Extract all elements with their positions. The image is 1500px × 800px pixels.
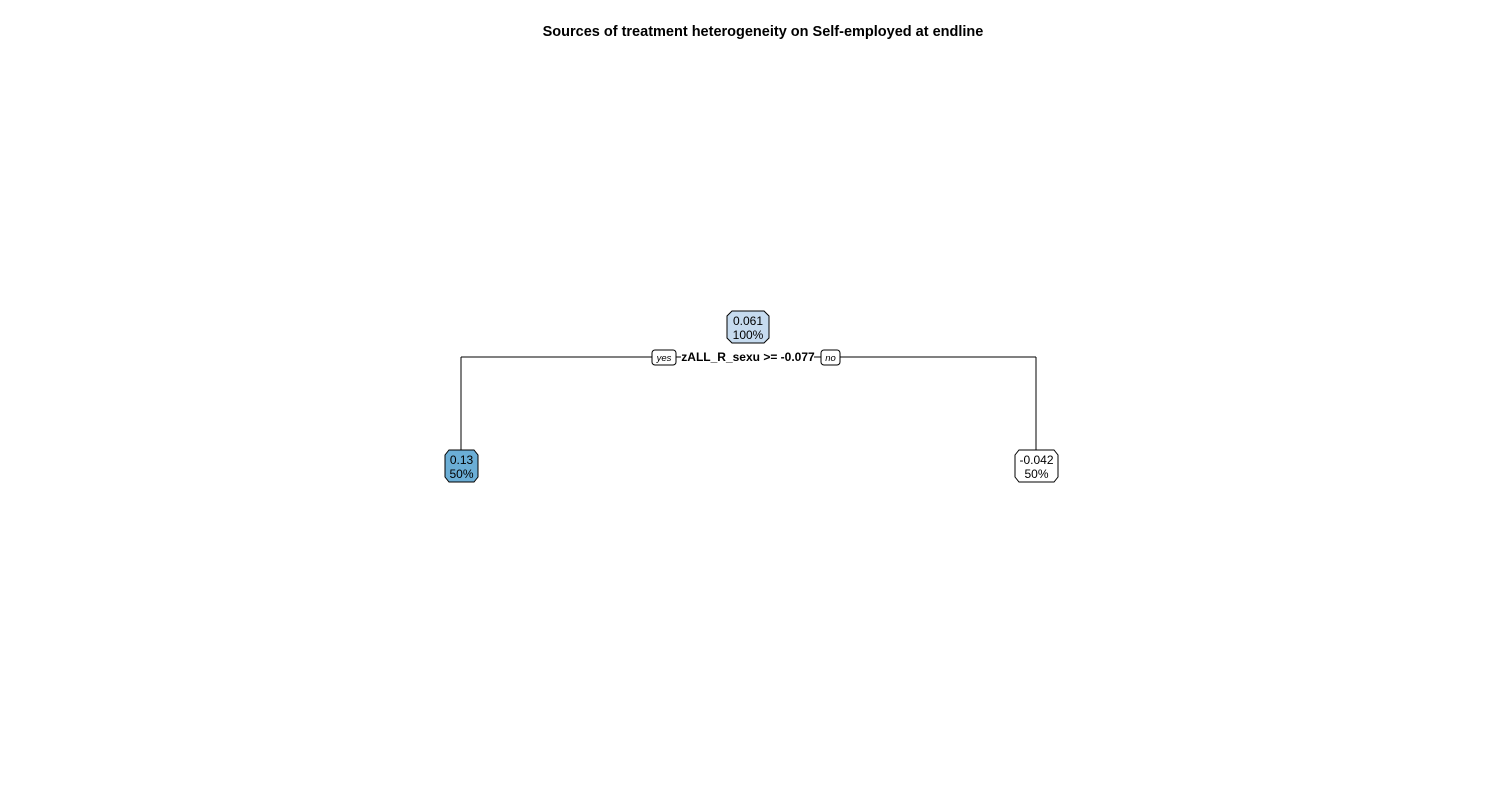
root-node-value: 0.061: [733, 314, 763, 328]
root-node: 0.061 100%: [726, 310, 770, 344]
right-leaf-value: -0.042: [1019, 453, 1053, 467]
right-leaf-box: [1014, 449, 1059, 483]
root-node-percent: 100%: [733, 328, 764, 342]
no-branch-text: no: [825, 353, 836, 364]
right-leaf-node: -0.042 50%: [1014, 449, 1059, 483]
right-leaf-percent: 50%: [1024, 467, 1048, 481]
left-leaf-value: 0.13: [450, 453, 474, 467]
yes-branch-text: yes: [656, 353, 672, 364]
left-leaf-percent: 50%: [449, 467, 473, 481]
yes-branch-box: [651, 349, 677, 366]
no-branch-label: no: [820, 349, 841, 366]
yes-branch-label: yes: [651, 349, 677, 366]
split-condition-label: zALL_R_sexu >= -0.077: [681, 350, 815, 364]
left-leaf-node: 0.13 50%: [444, 449, 479, 483]
root-node-box: [726, 310, 770, 344]
no-branch-box: [820, 349, 841, 366]
left-leaf-box: [444, 449, 479, 483]
diagram-title: Sources of treatment heterogeneity on Se…: [543, 24, 984, 40]
